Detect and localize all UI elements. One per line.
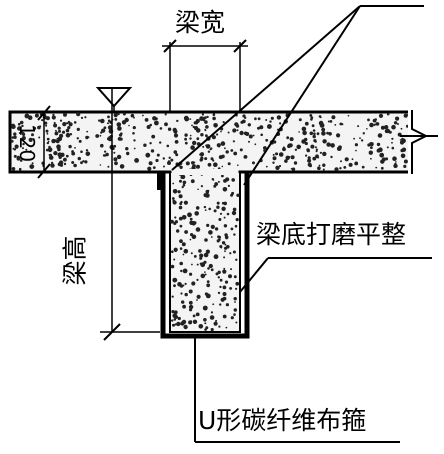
beam-width-dimension	[162, 39, 248, 112]
u-hoop-label: U形碳纤维布箍	[198, 406, 367, 435]
u-carbon-fiber-hoop	[157, 172, 250, 339]
elevation-marker	[95, 87, 133, 112]
break-line-symbol	[400, 110, 438, 174]
leader-lines	[171, 5, 432, 443]
slab-thickness-label: 120	[15, 123, 40, 163]
floor-slab	[8, 110, 430, 174]
beam-width-label: 梁宽	[175, 8, 226, 37]
beam-web	[169, 169, 241, 333]
beam-height-label: 梁高	[60, 235, 90, 286]
slab-thickness-dimension	[37, 105, 51, 179]
beam-bottom-grinding-label: 梁底打磨平整	[256, 220, 407, 249]
beam-height-dimension	[100, 88, 160, 341]
